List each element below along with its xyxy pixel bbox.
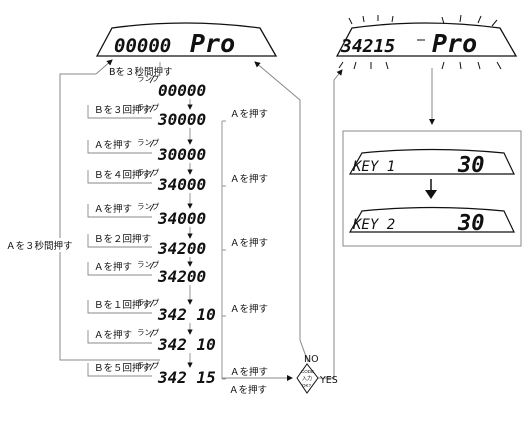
step-lamp-label: ランプ	[137, 202, 160, 211]
step-bracket	[87, 170, 152, 184]
step-bracket	[87, 330, 152, 344]
decision-yes: YES	[319, 375, 338, 386]
step-code: 30000	[157, 110, 206, 129]
loop-label: Ａを３秒間押す	[6, 240, 73, 252]
blink-display-digits: 34215	[340, 36, 395, 57]
step-action-label: Bを３秒間押す	[109, 66, 173, 78]
step-lamp-label: ランプ	[137, 361, 160, 370]
step-action-label: Ｂを１回押す	[94, 299, 151, 311]
key1-value: 30	[457, 153, 485, 178]
step-action-label: Ｂを４回押す	[94, 169, 151, 181]
step-code: 342 15	[157, 368, 216, 387]
lamp-pointer	[149, 299, 155, 308]
lamp-pointer	[149, 261, 155, 270]
step-lamp-label: ランプ	[137, 138, 160, 147]
step-side-label: Ａを押す	[230, 303, 268, 315]
lamp-pointer	[149, 203, 155, 212]
step-code: 342 10	[157, 305, 216, 324]
step-code: 34000	[157, 175, 206, 194]
step-bracket	[87, 300, 152, 314]
step-code: 342 10	[157, 335, 216, 354]
no-yes-connectors: NO YES	[254, 61, 343, 386]
blink-display: 34215 Pro	[335, 14, 518, 70]
step-action-label: Ａを押す	[94, 329, 132, 341]
step-action-label: Ａを押す	[94, 203, 132, 215]
step-lamp-label: ランプ	[137, 74, 160, 83]
loop-path: Ａを３秒間押す	[4, 59, 160, 361]
step-lamp-label: ランプ	[137, 298, 160, 307]
lamp-pointer	[149, 75, 155, 84]
step-code: 34200	[157, 239, 206, 258]
step-bracket	[87, 234, 152, 248]
step-action-label: Ｂを３回押す	[94, 104, 151, 116]
key1-name: KEY 1	[352, 159, 395, 175]
key-down-arrowhead	[425, 190, 437, 199]
step-lamp-label: ランプ	[137, 103, 160, 112]
blink-display-mode: Pro	[432, 29, 477, 58]
step-action-label: Ｂを２回押す	[94, 233, 151, 245]
main-display: 00000 Pro	[95, 22, 278, 58]
step-action-label: Ａを押す	[94, 139, 132, 151]
key-panel: KEY 1 30 KEY 2 30	[342, 130, 522, 247]
step-code: 00000	[158, 81, 206, 100]
decision-no: NO	[304, 354, 319, 365]
lamp-pointer	[149, 139, 155, 148]
main-display-mode: Pro	[190, 29, 235, 58]
step-lamp-label: ランプ	[137, 260, 160, 269]
step-bracket	[87, 204, 152, 218]
step-code: 34000	[157, 209, 206, 228]
lamp-pointer	[149, 362, 155, 371]
step-code: 34200	[157, 267, 206, 286]
key2-name: KEY 2	[352, 217, 395, 233]
step-bracket	[87, 363, 152, 377]
main-display-digits: 00000	[114, 35, 171, 57]
step-lamp-label: ランプ	[137, 328, 160, 337]
decision-line3: OK?	[302, 383, 312, 388]
step-action-label: Ａを押す	[94, 261, 132, 273]
flow-step: 34200 Ｂを２回押す Ａを押す	[87, 233, 268, 267]
lamp-pointer	[149, 169, 155, 178]
step-side-label: Ａを押す	[230, 237, 268, 249]
decision-line2: 入力	[302, 375, 312, 382]
step-bracket	[87, 262, 152, 276]
step-side-label: Ａを押す	[230, 366, 268, 378]
step-bracket	[87, 105, 152, 119]
step-side-label: Ａを押す	[230, 108, 268, 120]
lamp-pointer	[149, 104, 155, 113]
step-code: 30000	[157, 145, 206, 164]
key2-value: 30	[457, 211, 485, 236]
step-bracket	[87, 140, 152, 154]
decision-line1: CODE	[301, 369, 314, 374]
decision-diamond: CODE 入力 OK?	[296, 363, 319, 394]
last-press-label: Ａを押す	[229, 384, 267, 396]
blink-marks	[338, 14, 502, 70]
step-lamp-label: ランプ	[137, 168, 160, 177]
lamp-pointer	[149, 329, 155, 338]
step-side-label: Ａを押す	[230, 173, 268, 185]
step-action-label: Ｂを５回押す	[94, 362, 151, 374]
